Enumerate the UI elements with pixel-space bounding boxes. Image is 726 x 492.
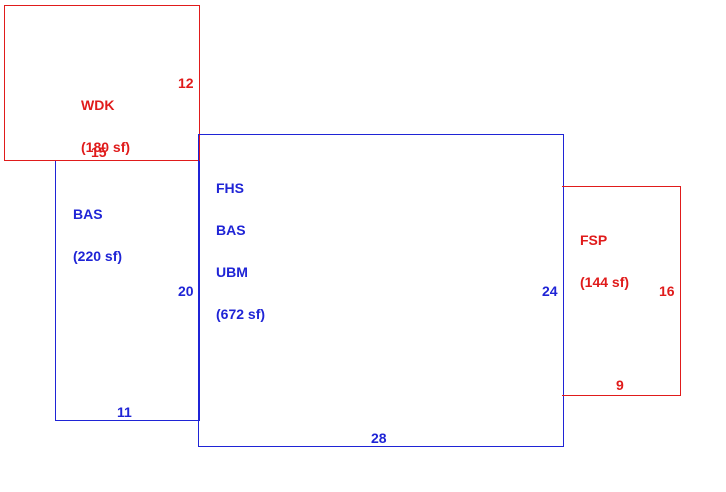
main-label: FHS BAS UBM (672 sf) xyxy=(216,153,265,335)
fsp-section[interactable] xyxy=(562,186,681,396)
fsp-depth-dimension: 16 xyxy=(659,283,675,299)
main-width-dimension: 28 xyxy=(371,430,387,446)
main-line-bas: BAS xyxy=(216,222,246,238)
bas-code: BAS xyxy=(73,206,103,222)
main-depth-dimension: 24 xyxy=(542,283,558,299)
wdk-section[interactable] xyxy=(4,5,200,161)
main-area: (672 sf) xyxy=(216,306,266,322)
fsp-area: (144 sf) xyxy=(580,274,630,290)
wdk-width-dimension: 15 xyxy=(91,144,107,160)
wdk-label: WDK (180 sf) xyxy=(81,70,130,168)
bas-area: (220 sf) xyxy=(73,248,123,264)
fsp-width-dimension: 9 xyxy=(616,377,624,393)
fsp-code: FSP xyxy=(580,232,608,248)
bas-section[interactable] xyxy=(55,161,200,421)
wdk-code: WDK xyxy=(81,97,115,113)
wdk-area: (180 sf) xyxy=(81,139,131,155)
wdk-depth-dimension: 12 xyxy=(178,75,194,91)
bas-label: BAS (220 sf) xyxy=(73,179,122,277)
fsp-label: FSP (144 sf) xyxy=(580,205,629,303)
bas-width-dimension: 11 xyxy=(117,404,132,420)
main-line-fhs: FHS xyxy=(216,180,244,196)
main-section[interactable] xyxy=(198,134,564,447)
main-line-ubm: UBM xyxy=(216,264,248,280)
bas-depth-dimension: 20 xyxy=(178,283,194,299)
